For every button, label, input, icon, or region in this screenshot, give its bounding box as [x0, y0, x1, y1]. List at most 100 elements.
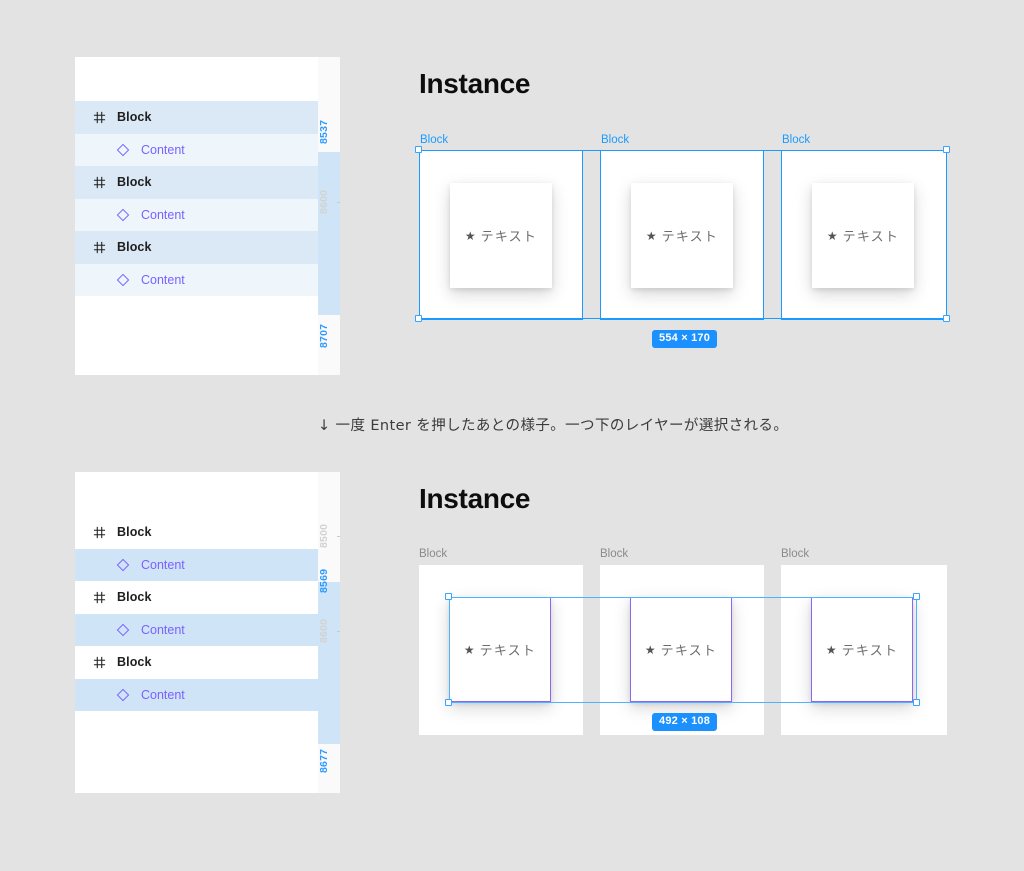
rail-number: 8537 — [318, 119, 330, 145]
frame-block[interactable]: Block ★ テキスト — [781, 548, 947, 735]
frame-label[interactable]: Block — [601, 134, 630, 146]
frame-block[interactable]: Block ★ テキスト — [419, 548, 583, 735]
layer-label: Content — [141, 557, 185, 572]
frame-block[interactable]: Block ★ テキスト — [419, 134, 583, 320]
layer-row-block[interactable]: Block — [75, 646, 318, 679]
layer-row-block[interactable]: Block — [75, 516, 318, 549]
layer-row-content[interactable]: Content — [75, 263, 318, 296]
canvas-bottom: Instance Block ★ テキスト Block ★ テキスト — [419, 485, 949, 735]
component-hash-icon — [91, 524, 107, 540]
card-text[interactable]: ★ テキスト — [631, 183, 733, 288]
selection-handle-bottom-right[interactable] — [943, 315, 950, 322]
layer-label: Content — [141, 687, 185, 702]
canvas-top: Instance Block ★ テキスト Block ★ テキスト — [415, 68, 950, 348]
layer-label: Block — [117, 110, 152, 125]
layer-row-content[interactable]: Content — [75, 548, 318, 581]
rail-tick — [337, 631, 340, 632]
card-text[interactable]: ★ テキスト — [449, 597, 551, 702]
instance-diamond-icon — [115, 622, 131, 638]
frame-label[interactable]: Block — [419, 548, 448, 560]
card-label: テキスト — [480, 229, 538, 244]
layers-ruler-rail[interactable]: 8500 8569 8600 8677 — [318, 472, 340, 793]
rail-selection-band — [318, 152, 340, 315]
layer-label: Content — [141, 272, 185, 287]
layer-row-block[interactable]: Block — [75, 581, 318, 614]
frame-label[interactable]: Block — [420, 134, 449, 146]
selection-handle-top-right[interactable] — [943, 146, 950, 153]
rail-number: 8677 — [318, 748, 330, 774]
layer-label: Content — [141, 622, 185, 637]
selection-handle-top-right[interactable] — [913, 593, 920, 600]
card-label: テキスト — [479, 643, 537, 658]
card-label: テキスト — [842, 229, 900, 244]
layer-row-content[interactable]: Content — [75, 678, 318, 711]
caption-text: ↓ 一度 Enter を押したあとの様子。一つ下のレイヤーが選択される。 — [318, 418, 789, 434]
layer-label: Block — [117, 525, 152, 540]
instance-diamond-icon — [115, 142, 131, 158]
selection-handle-bottom-right[interactable] — [913, 699, 920, 706]
frame-block[interactable]: Block ★ テキスト — [600, 548, 764, 735]
star-icon: ★ — [825, 642, 837, 657]
card-label: テキスト — [660, 643, 718, 658]
card-label: テキスト — [841, 643, 899, 658]
card-text[interactable]: ★ テキスト — [630, 597, 732, 702]
layers-list: Block Content Block — [75, 472, 318, 793]
card-text[interactable]: ★ テキスト — [450, 183, 552, 288]
rail-number: 8569 — [318, 568, 330, 594]
layers-ruler-rail[interactable]: 8537 8600 8707 — [318, 57, 340, 375]
frame-block[interactable]: Block ★ テキスト — [781, 134, 947, 320]
frames-row-bottom: Block ★ テキスト Block ★ テキスト Block ★ テ — [419, 548, 949, 735]
dimension-badge: 492 × 108 — [652, 713, 718, 731]
layer-label: Block — [117, 240, 152, 255]
layers-bottom-spacer — [75, 711, 318, 793]
card-text[interactable]: ★ テキスト — [812, 183, 914, 288]
frame-label[interactable]: Block — [782, 134, 811, 146]
layers-top-spacer — [75, 57, 318, 101]
frame-label[interactable]: Block — [600, 548, 629, 560]
star-icon: ★ — [644, 642, 656, 657]
card-text[interactable]: ★ テキスト — [811, 597, 913, 702]
rail-selection-band — [318, 582, 340, 744]
frames-row-top: Block ★ テキスト Block ★ テキスト Block ★ テ — [415, 134, 950, 348]
layer-row-block[interactable]: Block — [75, 166, 318, 199]
card-label: テキスト — [661, 229, 719, 244]
layer-label: Content — [141, 142, 185, 157]
layer-label: Block — [117, 655, 152, 670]
component-hash-icon — [91, 239, 107, 255]
component-hash-icon — [91, 654, 107, 670]
selection-handle-bottom-left[interactable] — [445, 699, 452, 706]
layers-panel-bottom: Block Content Block — [75, 472, 340, 793]
selection-handle-top-left[interactable] — [445, 593, 452, 600]
layer-row-content[interactable]: Content — [75, 613, 318, 646]
selection-handle-top-left[interactable] — [415, 146, 422, 153]
canvas-title: Instance — [419, 68, 531, 99]
layer-row-content[interactable]: Content — [75, 198, 318, 231]
layers-panel-top: Block Content Block — [75, 57, 340, 375]
canvas-title: Instance — [419, 483, 531, 514]
layer-label: Block — [117, 175, 152, 190]
layer-label: Content — [141, 207, 185, 222]
frame-label[interactable]: Block — [781, 548, 810, 560]
rail-tick — [337, 202, 340, 203]
star-icon: ★ — [645, 228, 657, 243]
frame-block[interactable]: Block ★ テキスト — [600, 134, 764, 320]
star-icon: ★ — [464, 228, 476, 243]
component-hash-icon — [91, 174, 107, 190]
layers-list: Block Content Block — [75, 57, 318, 375]
layer-row-block[interactable]: Block — [75, 101, 318, 134]
layer-row-block[interactable]: Block — [75, 231, 318, 264]
rail-number: 8707 — [318, 323, 330, 349]
selection-handle-bottom-left[interactable] — [415, 315, 422, 322]
layer-row-content[interactable]: Content — [75, 133, 318, 166]
layer-label: Block — [117, 590, 152, 605]
instance-diamond-icon — [115, 687, 131, 703]
instance-diamond-icon — [115, 272, 131, 288]
component-hash-icon — [91, 109, 107, 125]
star-icon: ★ — [463, 642, 475, 657]
component-hash-icon — [91, 589, 107, 605]
instance-diamond-icon — [115, 557, 131, 573]
dimension-badge: 554 × 170 — [652, 330, 718, 348]
rail-tick — [337, 536, 340, 537]
layers-bottom-spacer — [75, 296, 318, 375]
